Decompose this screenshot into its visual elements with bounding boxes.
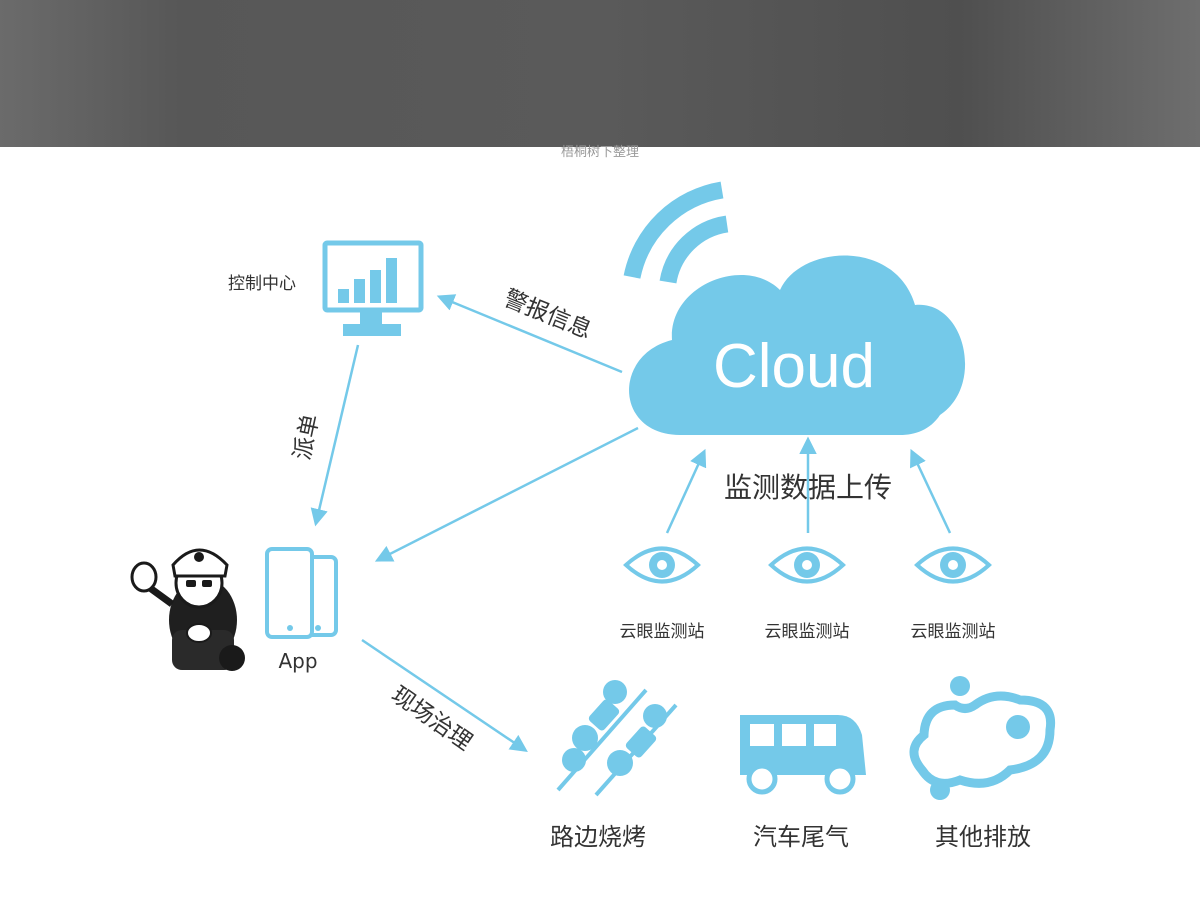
cloud-icon [629,255,966,435]
station-label: 云眼监测站 [620,622,705,642]
arrow-control-to-app [310,344,360,527]
station-label: 云眼监测站 [911,622,996,642]
cloud-label: Cloud [713,332,875,401]
arrow-cloud-to-control [436,294,623,374]
arrow-app-to-sources [361,638,528,752]
phone-icon [265,547,338,639]
arrow-station3-up [910,448,952,534]
skewer-icon [556,680,678,797]
source-label: 路边烧烤 [550,823,646,851]
control-center-label: 控制中心 [228,274,296,294]
wifi-signal-icon [623,181,729,284]
arrow-station1-up [665,448,707,534]
header-bar [0,0,1200,147]
smoke-icon [909,676,1056,800]
field-handling-label: 现场治理 [386,682,476,756]
eye-icon [914,546,992,584]
station-label: 云眼监测站 [765,622,850,642]
arrow-cloud-to-app [374,426,639,562]
source-label: 其他排放 [935,823,1031,851]
eye-icon [768,546,846,584]
app-label: App [278,649,317,673]
police-officer-icon [130,548,245,671]
monitor-icon [322,240,424,336]
eye-icon [623,546,701,584]
upload-label: 监测数据上传 [724,471,892,504]
dispatch-label: 派单 [289,412,324,462]
alert-info-label: 警报信息 [500,286,595,345]
bus-icon [740,715,866,795]
watermark: 梧桐树下整理 [560,145,639,160]
source-label: 汽车尾气 [753,823,849,851]
